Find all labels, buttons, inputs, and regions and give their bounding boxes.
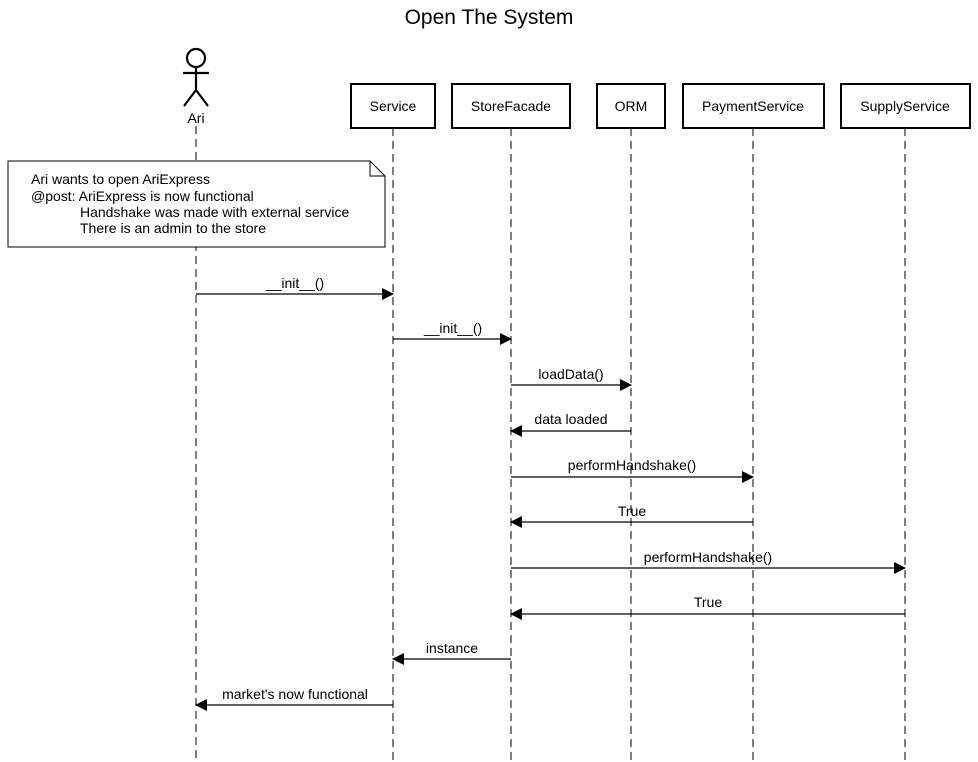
note-line: @post: AriExpress is now functional [31,188,254,204]
message-supply-true: True [510,594,905,620]
message-label: True [618,503,646,519]
message-label: market's now functional [222,686,368,702]
participant-label: Service [370,98,417,114]
lifelines [195,126,906,762]
message-label: data loaded [534,411,607,427]
diagram-title: Open The System [405,6,574,29]
message-label: performHandshake() [644,549,772,565]
actor-ari: Ari [183,47,209,126]
participant-label: ORM [615,98,648,114]
participant-label: PaymentService [702,98,804,114]
message-label: __init__() [265,275,324,291]
participant-storefacade: StoreFacade [451,83,571,129]
message-handshake-supply: performHandshake() [511,549,906,574]
note-line: Handshake was made with external service [80,204,349,220]
message-market-functional: market's now functional [195,686,393,711]
message-label: __init__() [423,320,482,336]
participant-payment: PaymentService [682,83,825,129]
actor-figure-icon [183,47,209,107]
participant-supply: SupplyService [840,83,971,129]
message-data-loaded: data loaded [510,411,631,437]
participant-service: Service [350,83,436,129]
note-line: There is an admin to the store [80,220,266,236]
message-label: loadData() [538,366,603,382]
message-init-storefacade: __init__() [393,320,512,345]
message-label: True [694,594,722,610]
participant-label: StoreFacade [471,98,551,114]
actor-label: Ari [187,110,204,126]
message-label: performHandshake() [568,457,696,473]
message-load-data: loadData() [511,366,632,391]
message-init-service: __init__() [196,275,394,300]
participant-orm: ORM [596,83,666,129]
message-label: instance [426,640,478,656]
participant-label: SupplyService [860,98,950,114]
note-line: Ari wants to open AriExpress [31,171,210,187]
precondition-note: Ari wants to open AriExpress @post: AriE… [7,160,386,248]
message-instance: instance [392,640,511,665]
message-payment-true: True [510,503,753,528]
message-handshake-payment: performHandshake() [511,457,754,483]
